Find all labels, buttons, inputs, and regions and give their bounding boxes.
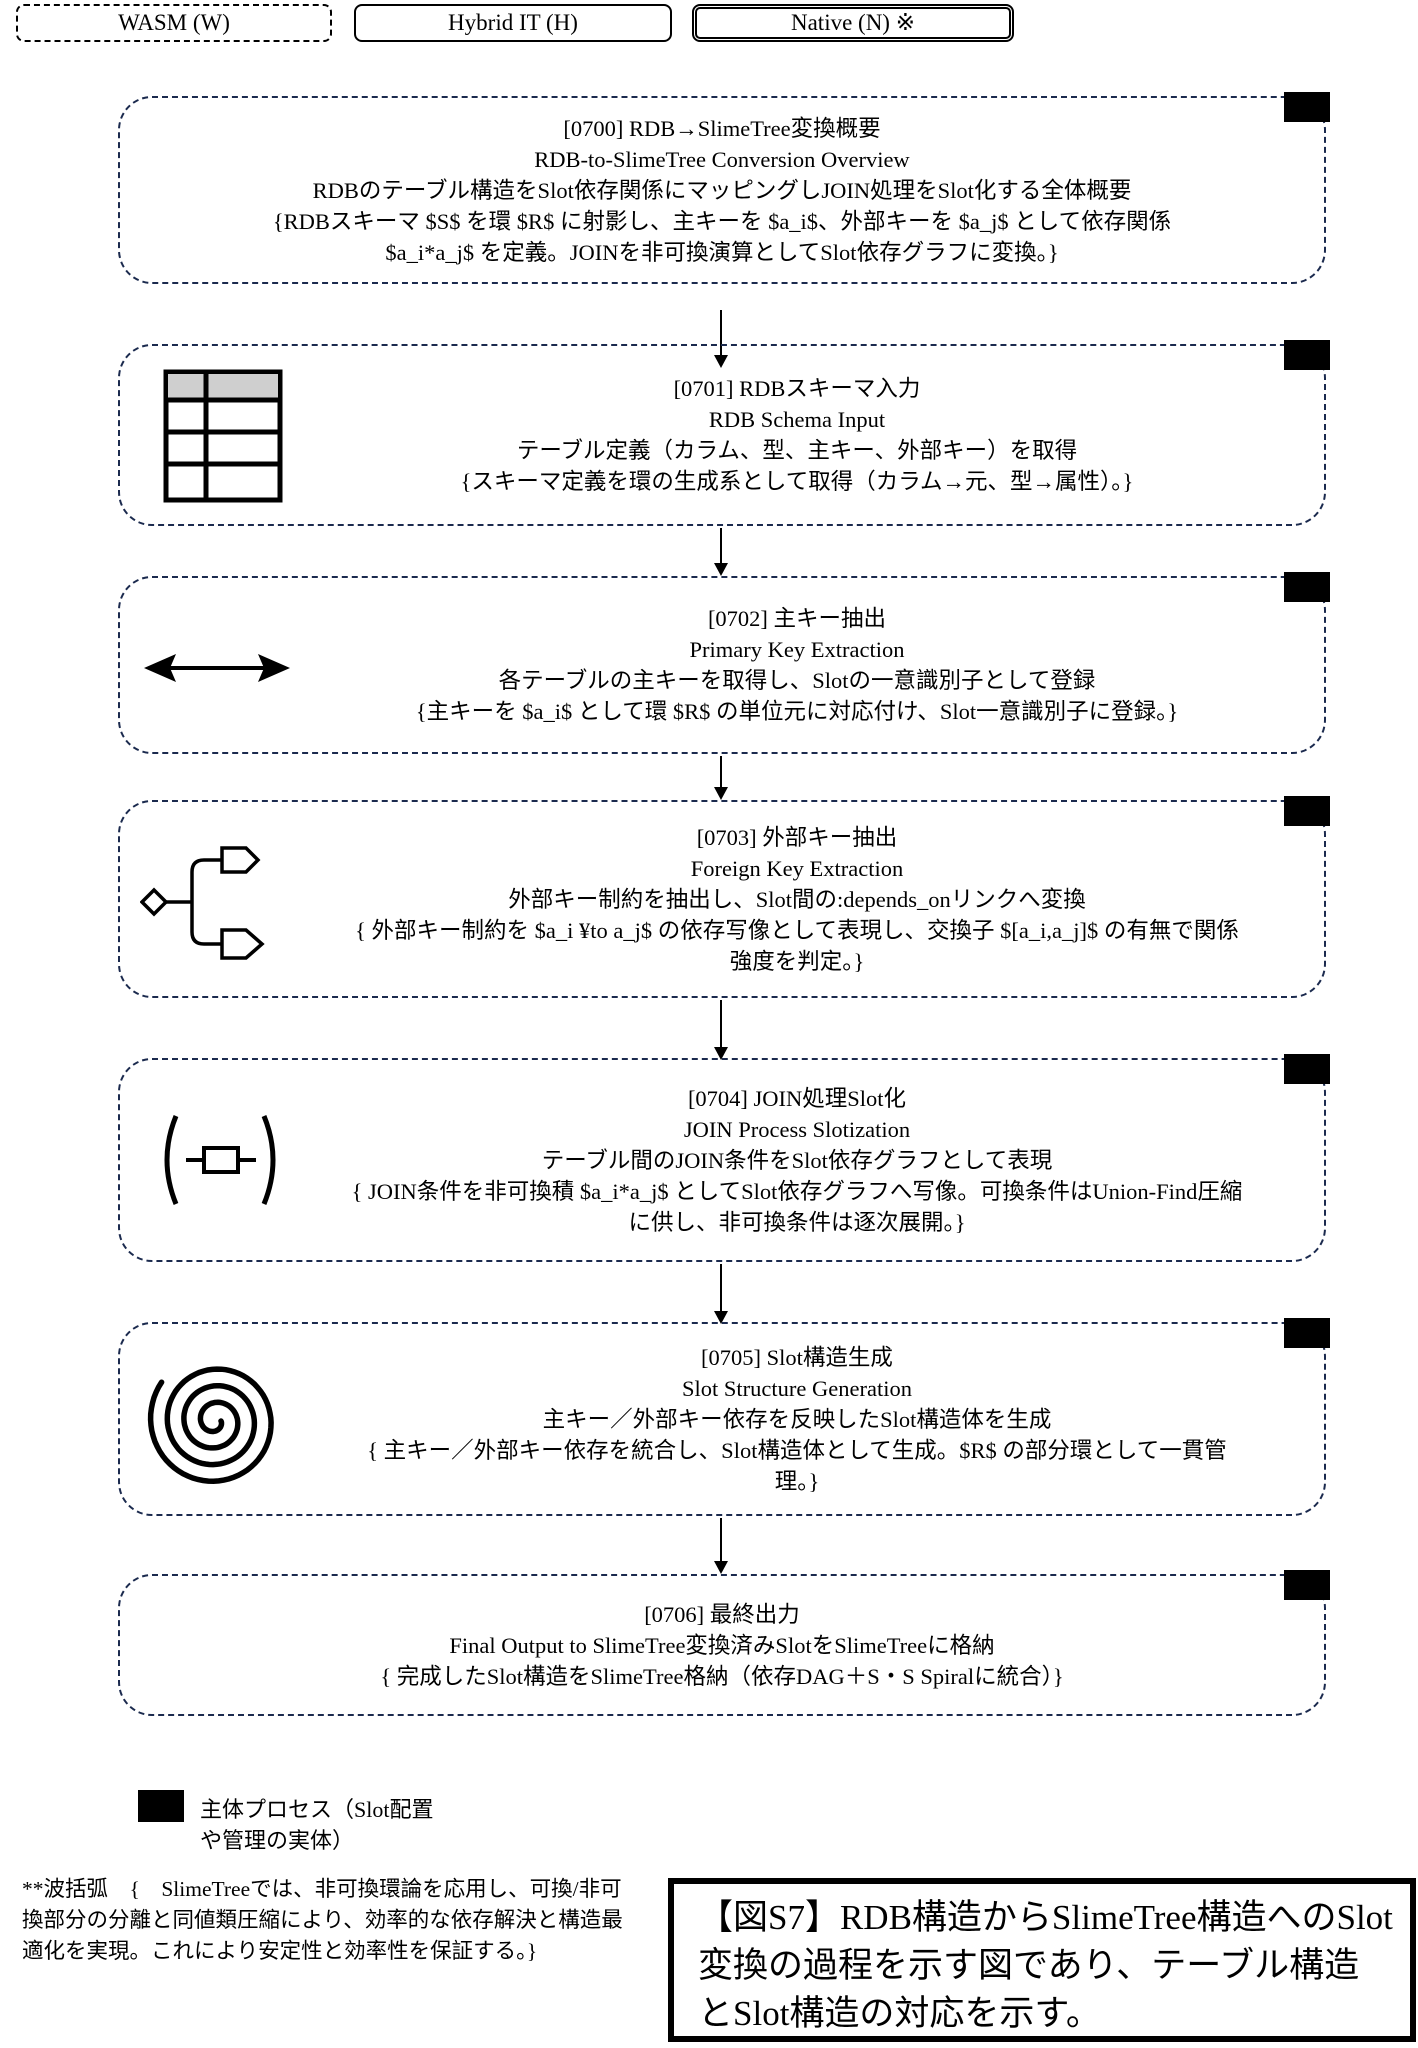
step-description: テーブル定義（カラム、型、主キー、外部キー）を取得 bbox=[516, 438, 1078, 463]
step-title: [0703] 外部キー抽出 bbox=[696, 824, 898, 850]
legend-native: Native (N) ※ bbox=[692, 4, 1014, 42]
step-title: [0705] Slot構造生成 bbox=[701, 1344, 893, 1370]
step-0702-primary-key: [0702] 主キー抽出 Primary Key Extraction 各テーブ… bbox=[118, 572, 1330, 754]
step-0703-foreign-key: [0703] 外部キー抽出 Foreign Key Extraction 外部キ… bbox=[118, 796, 1330, 998]
step-text: [0706] 最終出力 Final Output to SlimeTree変換済… bbox=[120, 1576, 1324, 1714]
step-subtitle: RDB Schema Input bbox=[708, 407, 886, 432]
double-arrow-icon bbox=[144, 654, 290, 682]
step-subtitle: Final Output to SlimeTree変換済みSlotをSlimeT… bbox=[449, 1632, 995, 1658]
flow-arrow bbox=[714, 1518, 728, 1574]
step-detail: { JOIN条件を非可換積 $a_i*a_j$ としてSlot依存グラフへ写像。… bbox=[351, 1178, 1243, 1235]
legend-hybrid-it: Hybrid IT (H) bbox=[354, 4, 672, 42]
step-0701-schema-input: [0701] RDBスキーマ入力 RDB Schema Input テーブル定義… bbox=[118, 340, 1330, 526]
step-description: テーブル間のJOIN条件をSlot依存グラフとして表現 bbox=[541, 1147, 1053, 1173]
step-subtitle: Slot Structure Generation bbox=[682, 1375, 912, 1401]
step-text: [0705] Slot構造生成 Slot Structure Generatio… bbox=[270, 1324, 1324, 1514]
step-text: [0702] 主キー抽出 Primary Key Extraction 各テーブ… bbox=[270, 578, 1324, 752]
step-description: RDBのテーブル構造をSlot依存関係にマッピングしJOIN処理をSlot化する… bbox=[312, 177, 1132, 203]
step-0700-overview: [0700] RDB→SlimeTree変換概要 RDB-to-SlimeTre… bbox=[118, 92, 1330, 284]
main-process-marker bbox=[1284, 572, 1330, 602]
step-detail: { 完成したSlot構造をSlimeTree格納（依存DAG＋S・S Spira… bbox=[380, 1663, 1064, 1689]
step-detail: { 外部キー制約を $a_i ¥to a_j$ の依存写像として表現し、交換子 … bbox=[355, 917, 1239, 974]
step-text: [0704] JOIN処理Slot化 JOIN Process Slotizat… bbox=[270, 1060, 1324, 1260]
main-process-key-label: 主体プロセス（Slot配置や管理の実体） bbox=[200, 1797, 434, 1853]
step-text: [0700] RDB→SlimeTree変換概要 RDB-to-SlimeTre… bbox=[120, 98, 1324, 282]
main-process-marker bbox=[1284, 1318, 1330, 1348]
main-process-marker bbox=[1284, 796, 1330, 826]
step-detail: {スキーマ定義を環の生成系として取得（カラム→元、型→属性）。} bbox=[460, 469, 1134, 494]
main-process-marker bbox=[1284, 92, 1330, 122]
step-title: [0704] JOIN処理Slot化 bbox=[687, 1085, 907, 1111]
step-detail: {主キーを $a_i$ として環 $R$ の単位元に対応付け、Slot一意識別子… bbox=[415, 699, 1179, 724]
step-title: [0702] 主キー抽出 bbox=[707, 606, 887, 631]
spiral-icon bbox=[147, 1366, 274, 1484]
legend-wasm: WASM (W) bbox=[16, 4, 332, 42]
step-title: [0700] RDB→SlimeTree変換概要 bbox=[563, 115, 881, 141]
step-subtitle: Primary Key Extraction bbox=[689, 637, 905, 662]
main-process-marker bbox=[1284, 1570, 1330, 1600]
step-detail: {RDBスキーマ $S$ を環 $R$ に射影し、主キーを $a_i$、外部キー… bbox=[272, 208, 1172, 265]
step-subtitle: RDB-to-SlimeTree Conversion Overview bbox=[534, 146, 910, 172]
footnote: **波括弧 { SlimeTreeでは、非可換環論を応用し、可換/非可換部分の分… bbox=[22, 1877, 623, 1963]
fork-icon bbox=[140, 846, 265, 960]
step-subtitle: JOIN Process Slotization bbox=[683, 1116, 911, 1142]
join-icon bbox=[164, 1115, 276, 1205]
table-icon bbox=[163, 369, 283, 503]
step-title: [0706] 最終出力 bbox=[644, 1601, 800, 1627]
figure-caption: 【図S7】RDB構造からSlimeTree構造へのSlot変換の過程を示す図であ… bbox=[668, 1878, 1416, 2042]
step-text: [0703] 外部キー抽出 Foreign Key Extraction 外部キ… bbox=[270, 802, 1324, 996]
flow-arrow bbox=[714, 528, 728, 576]
step-0704-join-slotization: [0704] JOIN処理Slot化 JOIN Process Slotizat… bbox=[118, 1054, 1330, 1262]
step-0706-final-output: [0706] 最終出力 Final Output to SlimeTree変換済… bbox=[118, 1570, 1330, 1716]
step-description: 各テーブルの主キーを取得し、Slotの一意識別子として登録 bbox=[498, 668, 1096, 693]
step-text: [0701] RDBスキーマ入力 RDB Schema Input テーブル定義… bbox=[270, 346, 1324, 524]
flow-arrow bbox=[714, 1264, 728, 1324]
main-process-marker bbox=[1284, 1054, 1330, 1084]
step-detail: { 主キー／外部キー依存を統合し、Slot構造体として生成。$R$ の部分環とし… bbox=[367, 1437, 1227, 1494]
main-process-marker bbox=[1284, 340, 1330, 370]
step-description: 主キー／外部キー依存を反映したSlot構造体を生成 bbox=[542, 1406, 1052, 1432]
step-description: 外部キー制約を抽出し、Slot間の:depends_onリンクへ変換 bbox=[508, 886, 1086, 912]
flow-arrow bbox=[714, 756, 728, 800]
flow-arrow bbox=[714, 1000, 728, 1060]
step-title: [0701] RDBスキーマ入力 bbox=[673, 376, 921, 401]
flow-arrow bbox=[714, 310, 728, 368]
step-subtitle: Foreign Key Extraction bbox=[690, 855, 904, 881]
main-process-key-swatch bbox=[138, 1790, 184, 1822]
step-0705-slot-structure: [0705] Slot構造生成 Slot Structure Generatio… bbox=[118, 1318, 1330, 1516]
